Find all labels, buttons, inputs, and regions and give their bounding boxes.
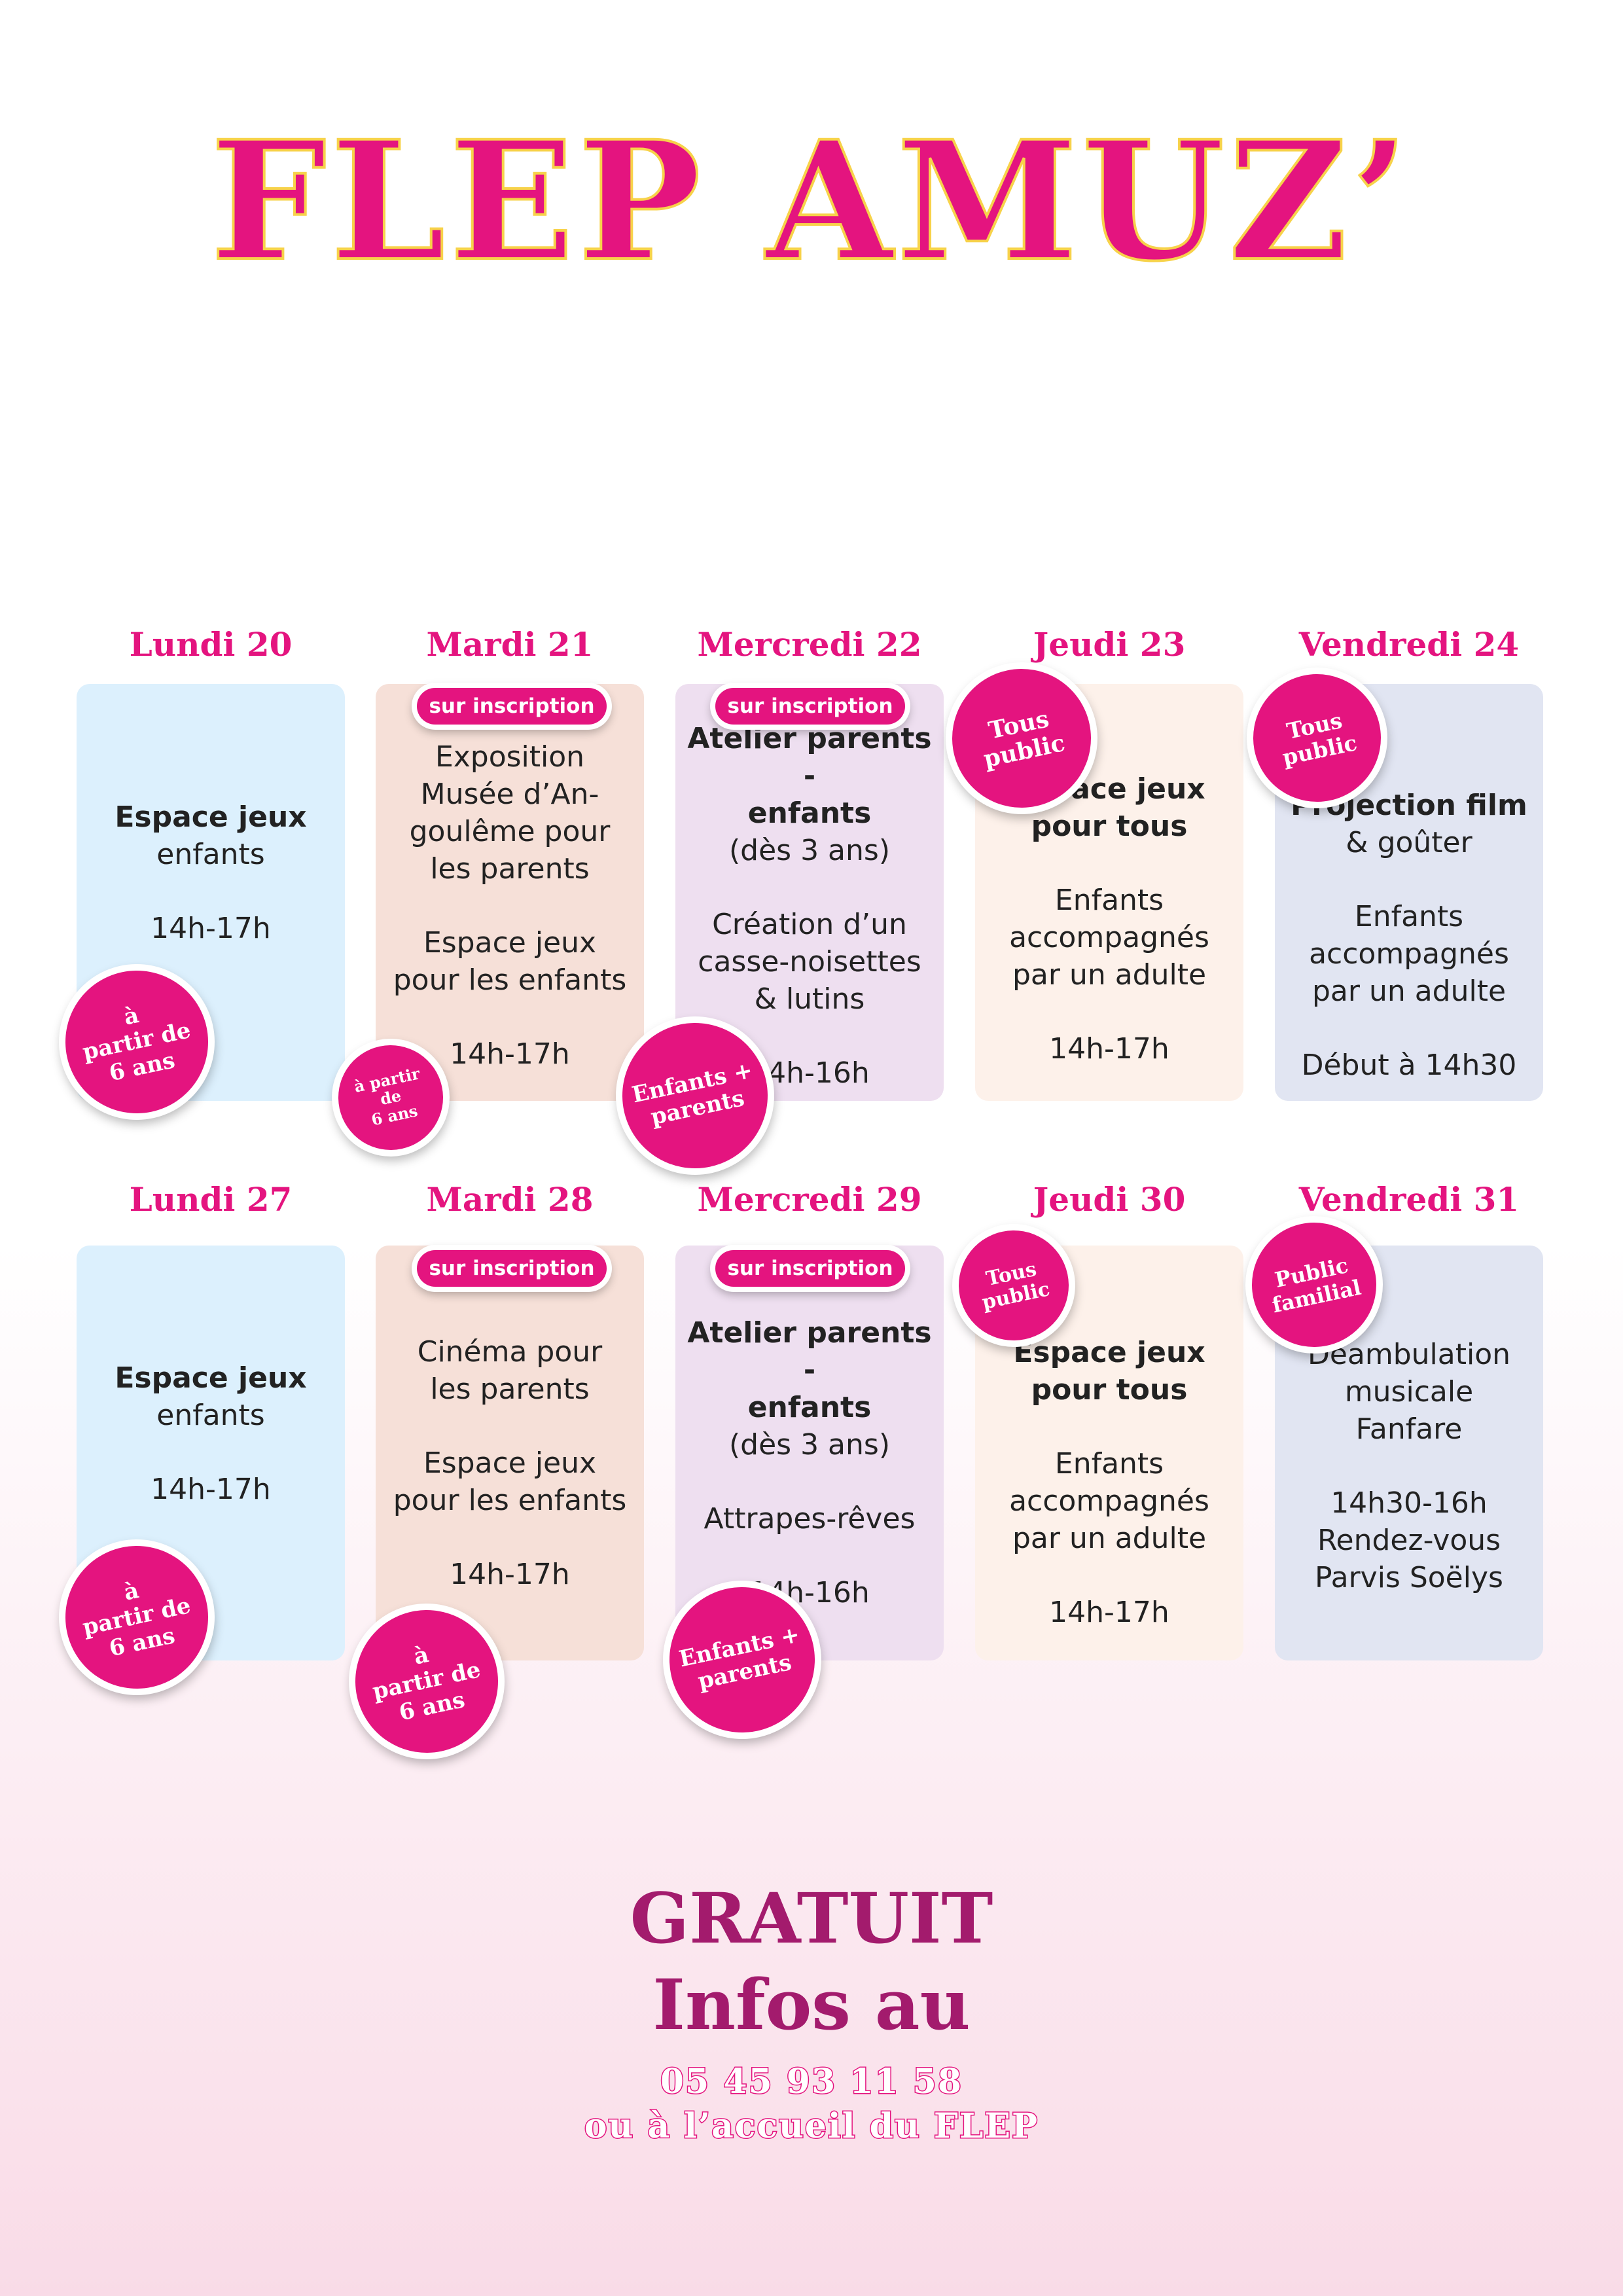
activity-line: accompagnés — [1009, 1484, 1209, 1518]
info-label: Infos au — [652, 1964, 971, 2045]
activity-title: pour tous — [1031, 1373, 1188, 1407]
activity-card: Exposition Musée d’An- goulême pour les … — [376, 684, 644, 1101]
activity-line: Enfants — [1054, 1447, 1164, 1480]
activity-line: (dès 3 ans) — [729, 833, 890, 867]
activity-time: 14h-17h — [151, 1472, 271, 1506]
activity-title: enfants — [747, 1391, 872, 1424]
activity-line: accompagnés — [1009, 920, 1209, 954]
activity-line: & lutins — [754, 982, 865, 1016]
day-heading: Jeudi 23 — [1033, 625, 1186, 664]
contact-location: ou à l’accueil du FLEP — [583, 2106, 1039, 2147]
activity-line: Début à 14h30 — [1301, 1048, 1517, 1082]
activity-line: les parents — [430, 852, 590, 886]
activity-title: Espace jeux — [115, 800, 307, 834]
activity-title: Atelier parents - — [687, 721, 932, 793]
activity-line: les parents — [430, 1372, 590, 1406]
day-heading: Jeudi 30 — [1033, 1180, 1186, 1219]
activity-line: & goûter — [1346, 825, 1472, 859]
activity-line: par un adulte — [1012, 1522, 1207, 1555]
activity-line: Espace jeux — [423, 926, 597, 960]
activity-line: Parvis Soëlys — [1315, 1561, 1503, 1594]
activity-line: (dès 3 ans) — [729, 1428, 890, 1462]
activity-time: 14h-17h — [1049, 1031, 1169, 1066]
activity-card: Espace jeux pour tous Enfants accompagné… — [975, 1246, 1243, 1660]
activity-line: goulême pour — [409, 815, 611, 848]
activity-line: Cinéma pour — [417, 1335, 603, 1369]
activity-line: musicale — [1344, 1375, 1474, 1408]
activity-line: casse-noisettes — [698, 944, 921, 978]
activity-time: 14h-17h — [450, 1557, 570, 1591]
activity-line: accompagnés — [1309, 937, 1509, 971]
activity-line: Fanfare — [1355, 1412, 1463, 1446]
day-heading: Mercredi 22 — [697, 625, 922, 664]
activity-line: pour les enfants — [393, 963, 627, 997]
activity-title: Espace jeux — [115, 1361, 307, 1395]
day-heading: Mercredi 29 — [697, 1180, 922, 1219]
activity-line: Création d’un — [712, 907, 907, 941]
day-heading: Lundi 20 — [129, 625, 293, 664]
registration-pill: sur inscription — [417, 1250, 607, 1287]
activity-card: Espace jeux enfants 14h-17h — [77, 1246, 345, 1660]
registration-pill: sur inscription — [715, 1250, 905, 1287]
day-heading: Mardi 21 — [426, 625, 594, 664]
activity-line: Attrapes-rêves — [704, 1502, 916, 1535]
activity-line: Espace jeux — [423, 1446, 597, 1480]
activity-time: 14h-17h — [1049, 1596, 1169, 1629]
activity-title: pour tous — [1031, 809, 1188, 843]
activity-line: enfants — [156, 838, 265, 871]
activity-line: Enfants — [1354, 899, 1464, 933]
registration-pill: sur inscription — [715, 688, 905, 725]
registration-pill: sur inscription — [417, 688, 607, 725]
phone-number: 05 45 93 11 58 — [659, 2061, 963, 2103]
activity-card: Cinéma pour les parents Espace jeux pour… — [376, 1246, 644, 1660]
day-heading: Vendredi 31 — [1298, 1180, 1520, 1219]
activity-card: Atelier parents - enfants (dès 3 ans) At… — [675, 1246, 944, 1660]
activity-title: Espace jeux — [1013, 1336, 1205, 1369]
activity-line: Déambulation — [1307, 1338, 1511, 1371]
activity-line: Enfants — [1054, 883, 1164, 917]
activity-line: enfants — [156, 1398, 265, 1432]
activity-line: 14h30-16h — [1330, 1486, 1488, 1520]
activity-line: Rendez-vous — [1317, 1524, 1501, 1557]
poster-title: FLEP AMUZ’ — [209, 103, 1413, 298]
activity-line: par un adulte — [1012, 958, 1207, 992]
activity-line: pour les enfants — [393, 1483, 627, 1517]
day-heading: Mardi 28 — [426, 1180, 594, 1219]
activity-line: Musée d’An- — [420, 778, 599, 811]
day-heading: Vendredi 24 — [1298, 625, 1520, 664]
activity-title: Atelier parents - — [687, 1316, 932, 1387]
activity-line: par un adulte — [1311, 974, 1507, 1008]
activity-time: 14h-17h — [151, 912, 271, 945]
activity-line: Exposition — [435, 740, 585, 774]
activity-time: 14h-17h — [450, 1037, 570, 1071]
day-heading: Lundi 27 — [129, 1180, 293, 1219]
free-label: GRATUIT — [630, 1877, 993, 1959]
activity-title: enfants — [747, 796, 872, 830]
activity-time: 14h-16h — [749, 1056, 870, 1090]
